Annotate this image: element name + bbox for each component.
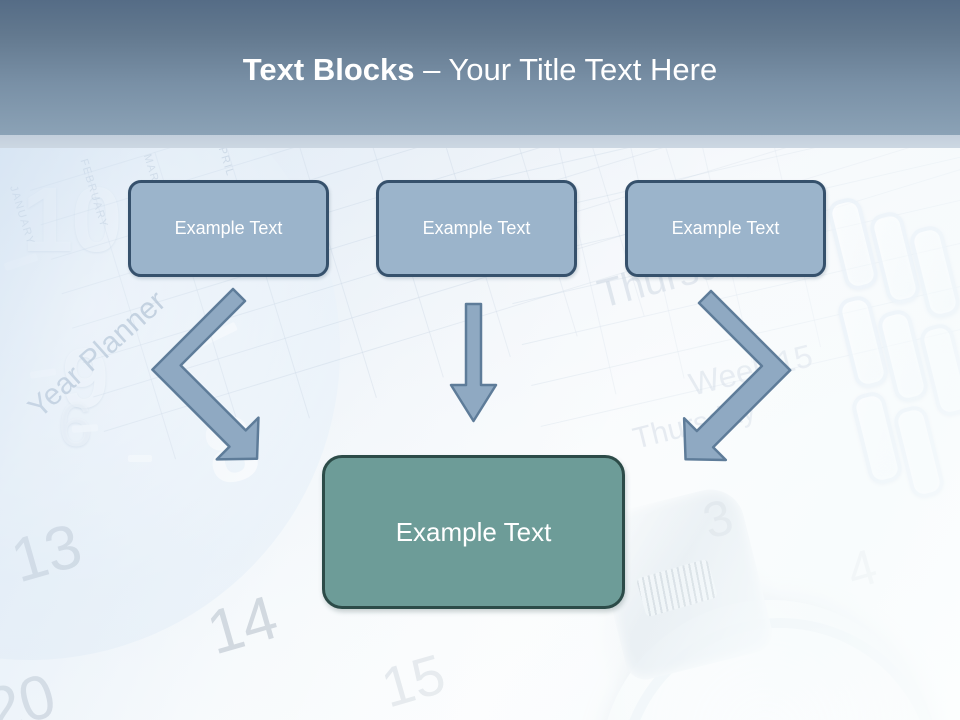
text-block-bottom[interactable]: Example Text — [322, 455, 625, 609]
text-block-top-3[interactable]: Example Text — [625, 180, 826, 277]
text-block-bottom-label: Example Text — [395, 516, 552, 547]
page-title: Text Blocks – Your Title Text Here — [0, 52, 960, 88]
title-bar — [0, 0, 960, 135]
title-bar-underline — [0, 135, 960, 148]
page-title-bold: Text Blocks — [242, 52, 415, 87]
text-block-top-2-label: Example Text — [422, 218, 531, 238]
text-block-top-1-label: Example Text — [174, 218, 283, 238]
text-block-top-3-label: Example Text — [671, 218, 780, 238]
text-block-top-1[interactable]: Example Text — [128, 180, 329, 277]
text-block-top-2[interactable]: Example Text — [376, 180, 577, 277]
page-title-regular: – Your Title Text Here — [414, 52, 718, 87]
